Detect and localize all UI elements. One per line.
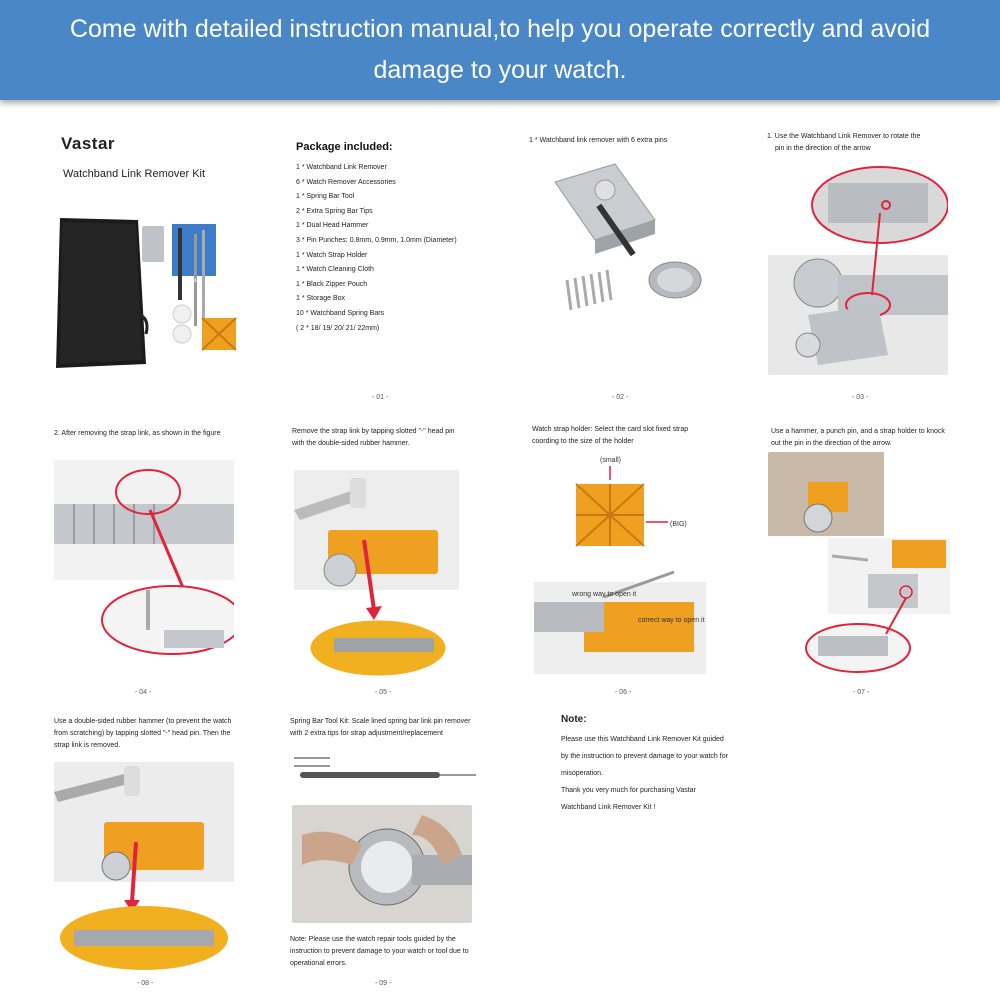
step-text-line: strap link is removed. [54,742,121,749]
package-item: ( 2 * 18/ 19/ 20/ 21/ 22mm) [296,324,380,332]
svg-text:Vastar: Vastar [185,278,202,284]
spring-bar-tool-photo [290,752,480,784]
banner-text: Come with detailed instruction manual,to… [70,9,930,91]
package-item: 6 * Watch Remover Accessories [296,178,396,186]
note-line: by the instruction to prevent damage to … [561,753,728,760]
package-item: 1 * Dual Head Hammer [296,222,369,230]
note-heading: Note: [561,714,587,725]
banner-line-2: damage to your watch. [373,56,627,84]
package-item: 1 * Watch Cleaning Cloth [296,266,374,274]
package-item: 1 * Black Zipper Pouch [296,280,368,288]
page-number: - 05 - [375,689,392,696]
note-line: Thank you very much for purchasing Vasta… [561,787,696,794]
page-number: - 04 - [135,689,152,696]
note-line: Note: Please use the watch repair tools … [290,936,456,943]
package-heading: Package included: [296,141,393,153]
note-list: Please use this Watchband Link Remover K… [561,731,761,816]
package-list: 1 * Watchband Link Remover 6 * Watch Rem… [296,161,457,336]
step-text-line: Remove the strap link by tapping slotted… [292,428,455,435]
step-1-photo [768,165,948,375]
step-2-photo [54,460,234,655]
header-banner: Come with detailed instruction manual,to… [0,0,1000,100]
page-number: - 08 - [137,980,154,987]
step-text-line: from scratching) by tapping slotted "-" … [54,730,231,737]
wrong-way-label: wrong way to open it [571,591,636,598]
step-text-line: 1. Use the Watchband Link Remover to rot… [767,133,921,140]
note-line: Please use this Watchband Link Remover K… [561,736,724,743]
strap-holder-diagram: (small) (BIG) wrong way to open it corre… [534,452,706,674]
step-text-line: Use a double-sided rubber hammer (to pre… [54,718,232,725]
note-line: Watchband Link Remover Kit ! [561,804,656,811]
package-item: 1 * Watch Strap Holder [296,251,368,259]
kit-contents-photo: Vastar [52,214,248,370]
banner-line-1: Come with detailed instruction manual,to… [69,15,931,43]
step-text-line: Use a hammer, a punch pin, and a strap h… [771,428,945,435]
page-number: - 02 - [612,394,629,401]
package-item: 1 * Storage Box [296,295,346,303]
page-number: - 06 - [615,689,632,696]
package-item: 2 * Extra Spring Bar Tips [296,207,373,215]
package-item: 10 * Watchband Spring Bars [296,309,385,317]
hammer-photo [54,762,234,972]
spring-bar-usage-photo [292,805,472,923]
package-item: 3 * Pin Punches: 0.8mm, 0.9mm, 1.0mm (Di… [296,236,457,244]
big-slot-label: (BIG) [670,521,687,528]
step-text-line: with the double-sided rubber hammer. [292,440,410,447]
step-text-line: out the pin in the direction of the arro… [771,440,892,447]
kit-title: Watchband Link Remover Kit [63,168,206,180]
page-number: - 07 - [853,689,870,696]
page-number: - 01 - [372,394,389,401]
package-item: 1 * Spring Bar Tool [296,193,355,201]
step-text-line: pin in the direction of the arrow [775,145,871,152]
step-text-line: coording to the size of the holder [532,438,634,445]
step-3-photo [294,470,459,678]
step-text-line: with 2 extra tips for strap adjustment/r… [290,730,443,737]
step-text-line: 2. After removing the strap link, as sho… [54,430,221,437]
small-slot-label: (small) [600,457,621,464]
package-item: 1 * Watchband Link Remover [296,164,387,171]
page-number: - 09 - [375,980,392,987]
brand-logo-text: Vastar [61,134,116,153]
link-remover-photo [545,160,715,320]
note-line: operational errors. [290,960,347,967]
step-knock-photo [768,452,950,674]
step-text-line: Watch strap holder: Select the card slot… [532,426,689,433]
correct-way-label: correct way to open it [638,617,705,624]
note-line: instruction to prevent damage to your wa… [290,948,469,955]
page-number: - 03 - [852,394,869,401]
note-line: misoperation. [561,770,604,777]
page-caption: 1 * Watchband link remover with 6 extra … [529,137,668,144]
step-text-line: Spring Bar Tool Kit: Scale lined spring … [290,718,471,725]
